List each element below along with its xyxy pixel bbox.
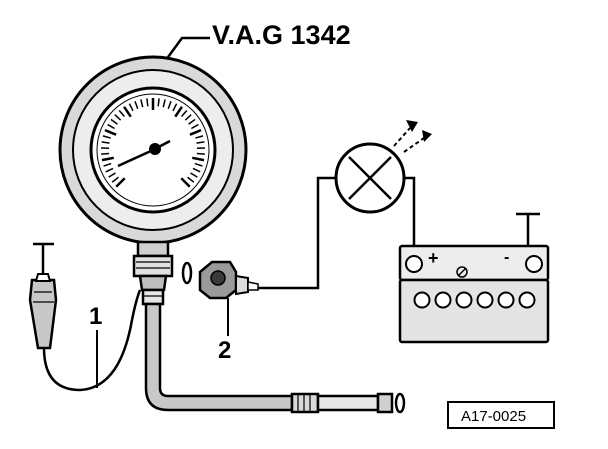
ground-lead: 1 [30,244,140,390]
battery-cell-cap [415,293,430,308]
test-lamp [336,120,432,212]
light-ray-arrows [394,120,432,152]
battery-cell-cap [457,293,472,308]
pressure-hose [146,304,404,412]
gauge-tick [197,153,205,154]
callout-1: 1 [89,303,102,330]
figure-reference: A17-0025 [448,402,554,428]
callout-2: 2 [218,337,231,364]
battery: + - [400,214,548,342]
battery-cell-cap [478,293,493,308]
tester-label: V.A.G 1342 [212,20,351,50]
battery-cell-cap [436,293,451,308]
figure-ref-text: A17-0025 [461,408,526,425]
battery-cell-cap [499,293,514,308]
gauge-tick [147,98,148,106]
battery-plus-sign: + [428,248,439,268]
battery-minus-sign: - [504,249,509,266]
battery-cell-cap [520,293,535,308]
tester-label-callout: V.A.G 1342 [160,20,351,68]
pressure-switch: 2 [200,262,258,364]
gauge-tick [101,153,109,154]
gauge-tick [158,98,159,106]
o-ring [183,263,191,283]
